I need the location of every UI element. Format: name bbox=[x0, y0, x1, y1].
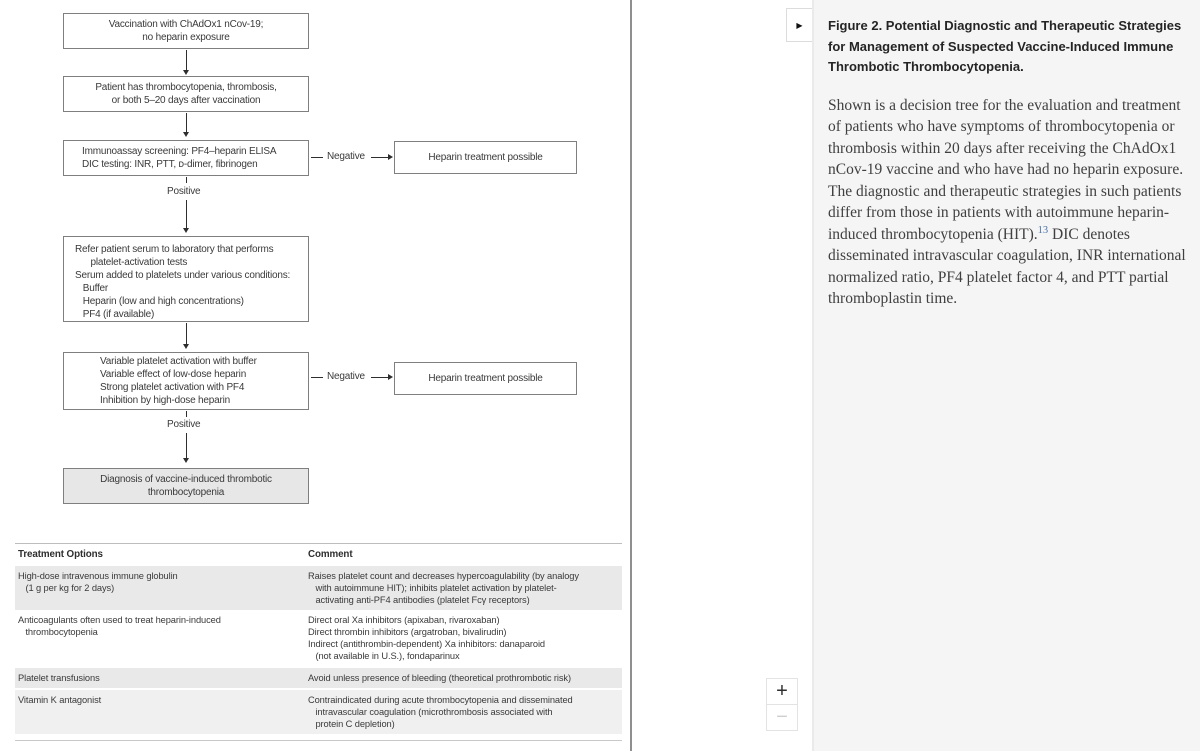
arrow-head-down bbox=[183, 344, 189, 349]
table-top-rule bbox=[15, 543, 622, 544]
table-row: Platelet transfusions Avoid unless prese… bbox=[15, 668, 622, 688]
positive-label-2: Positive bbox=[167, 419, 201, 430]
flow-box-vaccination-text: Vaccination with ChAdOx1 nCov-19;no hepa… bbox=[108, 19, 264, 43]
arrow-head-down bbox=[183, 70, 189, 75]
comment-cell: Direct oral Xa inhibitors (apixaban, riv… bbox=[308, 615, 545, 661]
connector-line bbox=[371, 157, 388, 158]
collapse-caption-button[interactable]: ▶ bbox=[786, 8, 812, 42]
comment-cell: Raises platelet count and decreases hype… bbox=[308, 571, 579, 605]
figure-canvas[interactable]: Vaccination with ChAdOx1 nCov-19;no hepa… bbox=[0, 0, 630, 751]
flow-box-refer-serum-text: Refer patient serum to laboratory that p… bbox=[75, 244, 291, 320]
flow-box-vaccination: Vaccination with ChAdOx1 nCov-19;no hepa… bbox=[63, 13, 309, 49]
table-row: Vitamin K antagonist Contraindicated dur… bbox=[15, 690, 622, 734]
flow-box-patient-text: Patient has thrombocytopenia, thrombosis… bbox=[95, 82, 277, 106]
figure-caption-title: Figure 2. Potential Diagnostic and Thera… bbox=[828, 18, 1182, 74]
reference-link-13[interactable]: 13 bbox=[1037, 224, 1049, 236]
treatment-cell: Platelet transfusions bbox=[18, 673, 100, 683]
table-bottom-rule bbox=[15, 740, 622, 741]
minus-icon: − bbox=[776, 706, 788, 728]
treatment-table: Treatment Options Comment High-dose intr… bbox=[15, 543, 622, 741]
connector-line bbox=[311, 157, 323, 158]
arrow-head-down bbox=[183, 132, 189, 137]
arrow-line bbox=[186, 433, 187, 458]
connector-line bbox=[371, 377, 388, 378]
treatment-cell: Anticoagulants often used to treat hepar… bbox=[18, 615, 221, 637]
flow-box-heparin-possible-1-text: Heparin treatment possible bbox=[428, 152, 543, 163]
flow-box-platelet-activation: Variable platelet activation with buffer… bbox=[63, 352, 309, 410]
treatment-cell: High-dose intravenous immune globulin (1… bbox=[18, 571, 178, 593]
figure-panel-divider bbox=[630, 0, 632, 751]
positive-label-1: Positive bbox=[167, 186, 201, 197]
arrow-head-down bbox=[183, 228, 189, 233]
arrow-line bbox=[186, 200, 187, 228]
flow-box-immunoassay: Immunoassay screening: PF4–heparin ELISA… bbox=[63, 140, 309, 176]
flow-box-platelet-activation-text: Variable platelet activation with buffer… bbox=[100, 356, 257, 406]
flow-box-heparin-possible-1: Heparin treatment possible bbox=[394, 141, 577, 174]
table-header-row: Treatment Options Comment bbox=[15, 544, 622, 564]
plus-icon: + bbox=[776, 680, 788, 702]
negative-label-1: Negative bbox=[327, 151, 365, 162]
arrow-line bbox=[186, 411, 187, 417]
zoom-in-button[interactable]: + bbox=[766, 678, 798, 705]
zoom-out-button[interactable]: − bbox=[766, 704, 798, 731]
table-header-treatment: Treatment Options bbox=[18, 549, 103, 560]
table-header-comment: Comment bbox=[308, 549, 353, 560]
zoom-controls: + − bbox=[766, 678, 798, 731]
flow-box-refer-serum: Refer patient serum to laboratory that p… bbox=[63, 236, 309, 322]
negative-label-2: Negative bbox=[327, 371, 365, 382]
arrow-head-down bbox=[183, 458, 189, 463]
arrow-line bbox=[186, 50, 187, 70]
treatment-cell: Vitamin K antagonist bbox=[18, 695, 102, 705]
arrow-head-right bbox=[388, 374, 393, 380]
table-row: Anticoagulants often used to treat hepar… bbox=[15, 610, 622, 666]
chevron-right-icon: ▶ bbox=[796, 20, 803, 30]
connector-line bbox=[311, 377, 323, 378]
figure-caption-body: Shown is a decision tree for the evaluat… bbox=[828, 95, 1192, 310]
arrow-head-right bbox=[388, 154, 393, 160]
flow-box-patient: Patient has thrombocytopenia, thrombosis… bbox=[63, 76, 309, 112]
arrow-line bbox=[186, 177, 187, 183]
comment-cell: Avoid unless presence of bleeding (theor… bbox=[308, 673, 571, 683]
caption-text-after-ref: DIC denotes disseminated intravascular c… bbox=[828, 225, 1186, 308]
caption-text-before-ref: Shown is a decision tree for the evaluat… bbox=[828, 96, 1184, 243]
flow-box-heparin-possible-2: Heparin treatment possible bbox=[394, 362, 577, 395]
comment-cell: Contraindicated during acute thrombocyto… bbox=[308, 695, 573, 729]
arrow-line bbox=[186, 323, 187, 344]
caption-panel: Figure 2. Potential Diagnostic and Thera… bbox=[812, 0, 1200, 751]
flow-box-heparin-possible-2-text: Heparin treatment possible bbox=[428, 373, 543, 384]
table-row: High-dose intravenous immune globulin (1… bbox=[15, 566, 622, 610]
flow-box-immunoassay-text: Immunoassay screening: PF4–heparin ELISA… bbox=[82, 146, 277, 170]
arrow-line bbox=[186, 113, 187, 132]
